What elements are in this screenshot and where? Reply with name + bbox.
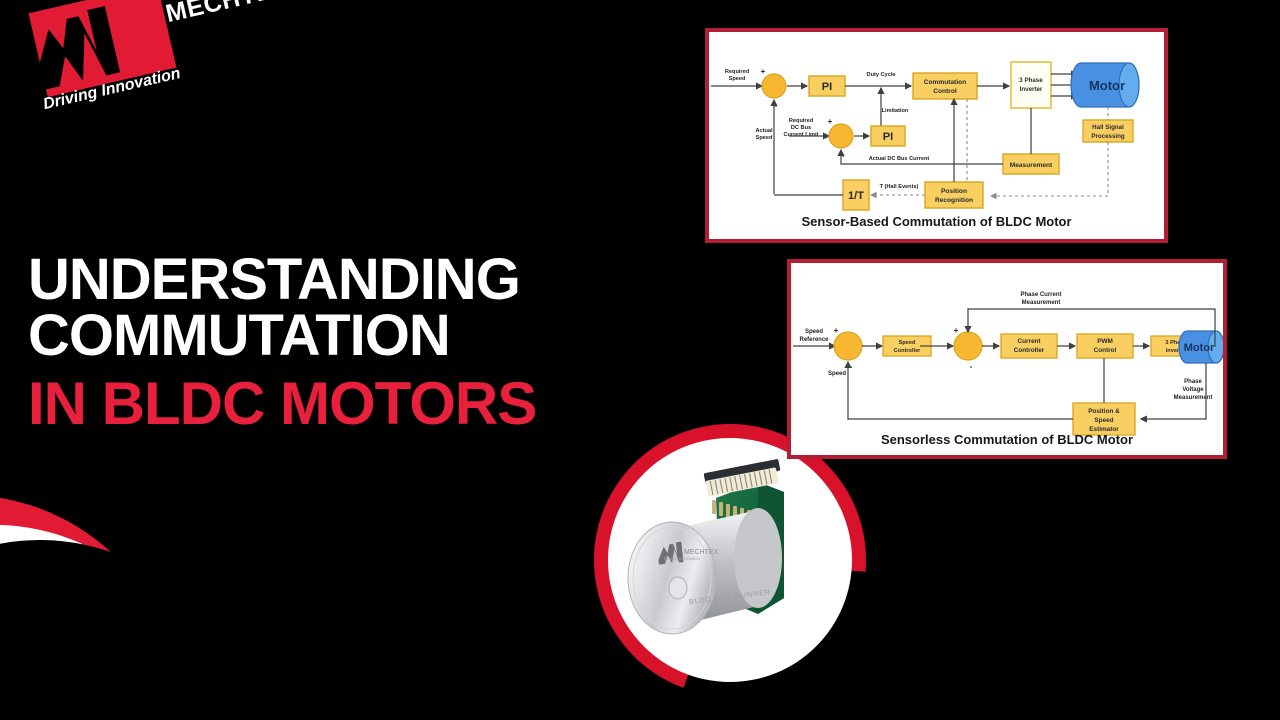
svg-text:MECHTEX: MECHTEX	[684, 549, 719, 556]
title-line-1: UNDERSTANDING	[28, 247, 521, 312]
mechtex-logo[interactable]: MECHTEX Driving Innovation	[6, 0, 305, 152]
svg-text:Measurement: Measurement	[1022, 300, 1061, 306]
svg-text:Controller: Controller	[894, 348, 922, 354]
svg-text:Control: Control	[933, 88, 957, 95]
diagram-caption-sensor-based: Sensor-Based Commutation of BLDC Motor	[801, 214, 1072, 229]
diagram-caption-sensorless: Sensorless Commutation of BLDC Motor	[880, 432, 1134, 447]
svg-text:Position &: Position &	[1088, 408, 1120, 415]
svg-text:Speed: Speed	[756, 135, 773, 141]
svg-text:-: -	[850, 362, 853, 371]
svg-text:Required: Required	[789, 118, 814, 124]
svg-text:Speed: Speed	[729, 76, 746, 82]
product-image-badge: MECHTEX Driving Innovation BLDC OUT RUNN…	[594, 424, 866, 696]
svg-text:Actual: Actual	[755, 128, 773, 134]
svg-text:Reference: Reference	[799, 337, 829, 343]
svg-text:Speed: Speed	[805, 329, 823, 335]
svg-text:-: -	[842, 151, 845, 160]
logo-brand-text: MECHTEX	[163, 0, 292, 29]
svg-text:Current Limit: Current Limit	[783, 132, 818, 138]
svg-text:3 Phase: 3 Phase	[1165, 340, 1186, 346]
diagram-panel-sensor-based: .blk { fill:#F9CF62; stroke:#D9A520; str…	[705, 28, 1168, 243]
svg-text:DC Bus: DC Bus	[791, 125, 811, 131]
logo-m-mark-icon	[36, 6, 121, 91]
svg-text:+: +	[761, 67, 766, 76]
svg-text:Speed: Speed	[899, 340, 916, 346]
svg-text:Driving Innovation: Driving Innovation	[664, 556, 701, 561]
product-white-disc: MECHTEX Driving Innovation BLDC OUT RUNN…	[608, 438, 852, 682]
svg-text:PWM: PWM	[1097, 338, 1113, 345]
svg-text:Phase Current: Phase Current	[1020, 292, 1061, 298]
svg-text:Voltage: Voltage	[1182, 387, 1204, 393]
svg-text:Processing: Processing	[1091, 133, 1125, 140]
svg-text:Required: Required	[725, 69, 750, 75]
svg-text:Position: Position	[941, 188, 967, 195]
svg-text:Measurement: Measurement	[1174, 395, 1213, 401]
title-line-2: COMMUTATION	[28, 303, 451, 369]
svg-text:-: -	[970, 362, 973, 371]
svg-text:-: -	[775, 101, 778, 110]
svg-text:Motor: Motor	[1089, 78, 1125, 93]
svg-text:Inverter: Inverter	[1020, 86, 1043, 93]
svg-text:Speed: Speed	[1094, 417, 1113, 424]
svg-text:Phase: Phase	[1184, 379, 1202, 385]
page-title: UNDERSTANDING COMMUTATION IN BLDC MOTORS	[28, 247, 668, 437]
sensor-based-block-diagram: .blk { fill:#F9CF62; stroke:#D9A520; str…	[711, 61, 1140, 211]
svg-text:1/T: 1/T	[848, 190, 864, 202]
sensorless-block-diagram: .b2 { fill:#F9CF62; stroke:#D9A520; stro…	[793, 292, 1223, 436]
svg-text:PI: PI	[822, 81, 832, 93]
svg-text:Commutation: Commutation	[924, 79, 967, 86]
svg-text:Measurement: Measurement	[1010, 162, 1053, 169]
svg-text:Inverter: Inverter	[1166, 348, 1187, 354]
svg-text:+: +	[834, 326, 839, 335]
bldc-motor-photo: MECHTEX Driving Innovation	[627, 459, 784, 635]
svg-text:Actual DC Bus Current: Actual DC Bus Current	[869, 156, 930, 162]
svg-text:Current: Current	[1017, 338, 1041, 345]
svg-text:PI: PI	[883, 131, 893, 143]
svg-text:Speed: Speed	[828, 371, 846, 377]
svg-text:Control: Control	[1094, 347, 1117, 354]
svg-text:+: +	[828, 117, 833, 126]
svg-text:Limitation: Limitation	[882, 108, 909, 114]
svg-text:Motor: Motor	[1184, 342, 1215, 354]
svg-text:3 Phase: 3 Phase	[1019, 77, 1043, 84]
svg-text:Recognition: Recognition	[935, 197, 973, 204]
svg-text:+: +	[954, 326, 959, 335]
svg-text:Controller: Controller	[1014, 347, 1045, 354]
svg-text:Duty Cycle: Duty Cycle	[867, 72, 896, 78]
diagram-panel-sensorless: .b2 { fill:#F9CF62; stroke:#D9A520; stro…	[787, 259, 1227, 459]
svg-text:T (Hall Events): T (Hall Events)	[880, 184, 919, 190]
svg-text:Hall Signal: Hall Signal	[1092, 124, 1124, 131]
svg-text:Estimator: Estimator	[1089, 426, 1119, 433]
title-line-3: IN BLDC MOTORS	[28, 369, 537, 437]
